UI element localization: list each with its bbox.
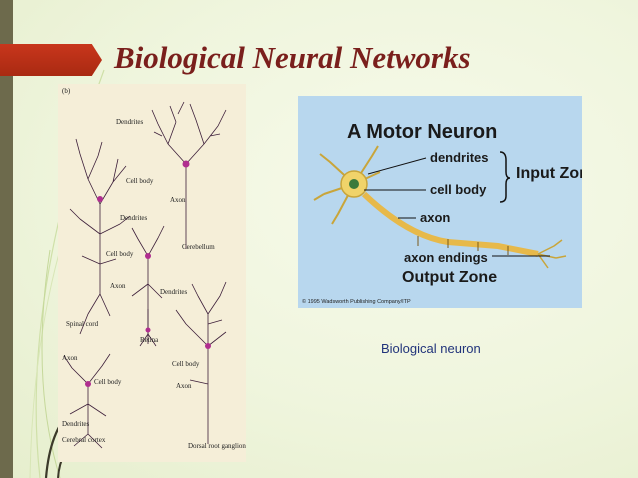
axon-terminal-branches xyxy=(537,239,567,269)
copyright-note: © 1995 Wadsworth Publishing Company/ITP xyxy=(302,298,411,305)
figure-caption: Biological neuron xyxy=(381,341,481,356)
label-cerebral-cortex: Cerebral cortex xyxy=(62,436,106,444)
cell-body-dots xyxy=(85,160,211,387)
slide-title: Biological Neural Networks xyxy=(114,40,471,75)
label-cell-body: Cell body xyxy=(126,177,154,185)
motor-neuron-diagram: A Motor Neuron dendrites cell body Input… xyxy=(302,121,582,305)
label-cell-body: Cell body xyxy=(172,360,200,368)
label-cell-body: Cell body xyxy=(106,250,134,258)
label-axon: axon xyxy=(420,210,450,225)
label-axon: Axon xyxy=(176,382,192,390)
label-axon: Axon xyxy=(110,282,126,290)
label-input-zone: Input Zone xyxy=(516,165,582,182)
myelin-segments xyxy=(417,236,509,255)
input-zone-bracket xyxy=(499,151,511,203)
neuron-sketch-lines xyxy=(63,101,227,449)
title-accent-tab xyxy=(0,44,102,76)
neuron-drawings: (b) Dendrites Cell body Axon xyxy=(62,87,246,450)
left-sidebar-bar xyxy=(0,0,13,478)
dendrite-branches xyxy=(313,145,381,225)
label-axon-endings: axon endings xyxy=(404,250,488,265)
motor-neuron-figure: A Motor Neuron dendrites cell body Input… xyxy=(298,96,582,308)
label-dendrites: Dendrites xyxy=(160,288,187,296)
neuron-types-figure: (b) Dendrites Cell body Axon xyxy=(58,84,246,462)
label-spinal-cord: Spinal cord xyxy=(66,320,99,328)
label-cell-body: Cell body xyxy=(94,378,122,386)
label-dendrites: Dendrites xyxy=(62,420,89,428)
label-axon: Axon xyxy=(62,354,78,362)
label-dorsal-root-ganglion: Dorsal root ganglion xyxy=(188,442,246,450)
label-output-zone: Output Zone xyxy=(402,269,497,286)
label-cell-body: cell body xyxy=(430,182,487,197)
label-dendrites: Dendrites xyxy=(120,214,147,222)
label-cerebellum: Cerebellum xyxy=(182,243,215,251)
label-retina: Retina xyxy=(140,336,159,344)
axon-shaft xyxy=(361,191,539,257)
label-dendrites: dendrites xyxy=(430,150,489,165)
nucleus-icon xyxy=(349,179,359,189)
motor-neuron-heading: A Motor Neuron xyxy=(347,121,497,143)
label-axon: Axon xyxy=(170,196,186,204)
pointer-lines xyxy=(364,157,550,257)
panel-label: (b) xyxy=(62,87,71,95)
label-dendrites: Dendrites xyxy=(116,118,143,126)
